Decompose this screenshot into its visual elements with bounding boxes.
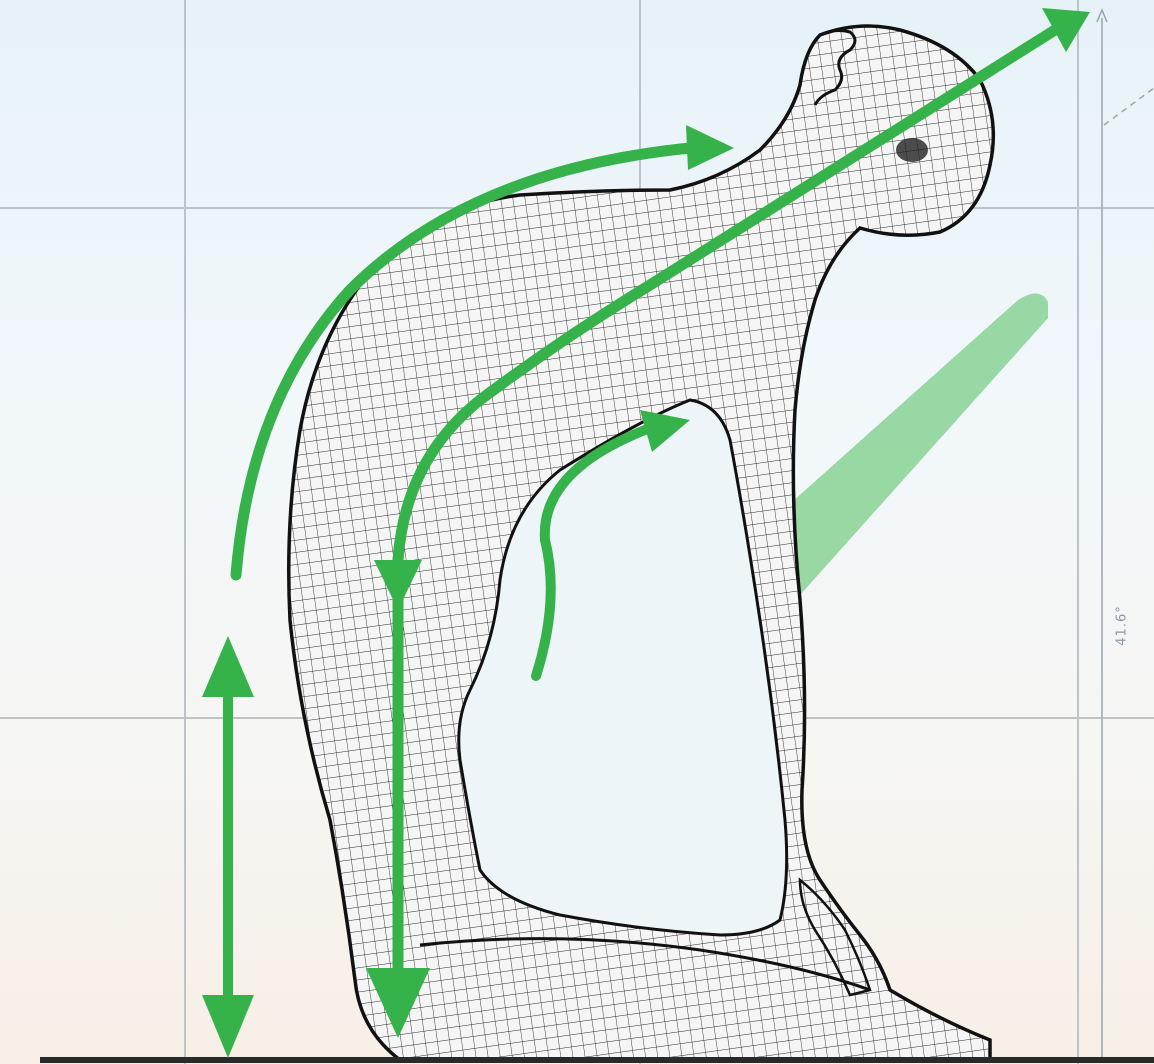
arrow-icon [686,125,734,170]
measurement-axis [1097,10,1154,1060]
ear [896,138,928,162]
measurement-value: 41.6° [1115,605,1130,645]
arrow-icon [202,636,254,697]
measurement-label: 41.6° [1104,585,1140,665]
arrow-icon [202,995,254,1058]
